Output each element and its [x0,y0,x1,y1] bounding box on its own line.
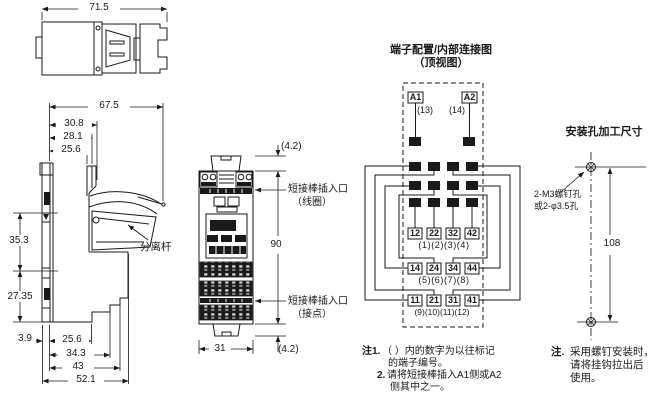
note2-line1: 请将短接棒插入A1侧或A2 [387,370,502,381]
terminal-34: 34 [447,263,458,273]
dim-side-bottom-2: 34.3 [58,348,94,359]
dim-side-bottom-1: 25.6 [55,334,89,345]
label-separation-lever: 分离杆 [140,241,172,253]
terminal-diagram-socket-outline [402,82,484,328]
mounting-note-line2: 请将挂钩拉出后 [570,359,644,371]
dim-side-total-width: 67.5 [88,100,130,111]
mounting-view-dimension-lines [560,168,613,321]
terminal-14: 14 [409,263,420,273]
terminal-diagram-pins [409,137,478,207]
mounting-note-head: 注. [551,346,565,358]
mounting-hole-spec-line2: 或2-φ3.5孔 [534,201,579,211]
dim-mounting-pitch: 108 [600,238,624,249]
dim-front-tab-bottom: (4.2) [278,344,299,355]
terminal-diagram-title: 端子配置/内部连接图 [389,44,493,56]
terminal-41: 41 [466,295,477,305]
terminal-diagram-subtitle: （顶视图） [413,57,469,69]
side-view-outline [39,162,166,323]
note1-head: 注1. [362,346,381,357]
side-view-fills [43,192,50,300]
dim-top-view-width: 71.5 [78,2,120,13]
note1-line1: （ ）内的数字为以往标记 [382,346,495,357]
dim-front-width: 31 [209,343,231,354]
label-coil-jumper-slot-sub: （线圈） [292,197,332,208]
terminal-diagram-wires [364,91,521,307]
dim-side-depth-2: 28.1 [55,131,91,142]
terminal-a1-old-number: (13) [416,105,433,115]
dim-side-depth-1: 30.8 [56,118,92,129]
front-view-outline [198,155,254,337]
terminal-22: 22 [428,228,439,238]
terminal-row-no-old-numbers: (5)(6)(7)(8) [418,275,470,285]
terminal-44: 44 [466,263,477,273]
dim-side-height-2: 27.35 [0,291,40,302]
mounting-note-line3: 使用。 [570,372,602,384]
note2-head: 2. [377,370,386,381]
front-view-white-ticks [209,189,243,302]
terminal-24: 24 [428,263,439,273]
terminal-a1: A1 [409,92,422,102]
dim-side-bottom-3: 43 [62,361,94,372]
dim-front-tab-top: (4.2) [281,141,302,152]
dim-side-bottom-4: 52.1 [68,374,104,385]
front-view-dimension-lines [198,145,286,354]
terminal-a2: A2 [463,92,476,102]
terminal-42: 42 [466,228,477,238]
label-contact-jumper-slot-sub: （接点） [292,309,332,320]
mounting-hole-spec-line1: 2-M3螺钉孔 [534,189,582,199]
terminal-12: 12 [409,228,420,238]
dim-front-height: 90 [266,239,286,250]
terminal-32: 32 [447,228,458,238]
terminal-row-nc-old-numbers: (1)(2)(3)(4) [418,240,470,250]
note1-line2: 的端子编号。 [388,358,448,369]
label-coil-jumper-slot: 短接棒插入口 [288,184,348,195]
dim-side-rail-width: 3.9 [14,333,36,344]
front-view-terminal-bands [199,261,253,321]
terminal-a2-old-number: (14) [448,105,465,115]
dim-side-height-1: 35.3 [2,235,36,246]
mounting-view-title: 安装孔加工尺寸 [565,126,643,138]
top-view-outline [35,21,168,76]
terminal-11: 11 [410,295,420,305]
label-contact-jumper-slot: 短接棒插入口 [288,296,348,307]
terminal-21: 21 [428,295,439,305]
dim-side-depth-3: 25.6 [53,144,89,155]
terminal-31: 31 [447,295,458,305]
note2-line2: 侧其中之一。 [390,382,450,393]
mounting-note-line1: 采用螺钉安装时， [570,346,652,358]
mounting-view-linework [575,152,646,340]
terminal-row-com-old-numbers: (9)(10)(11)(12) [414,307,470,317]
